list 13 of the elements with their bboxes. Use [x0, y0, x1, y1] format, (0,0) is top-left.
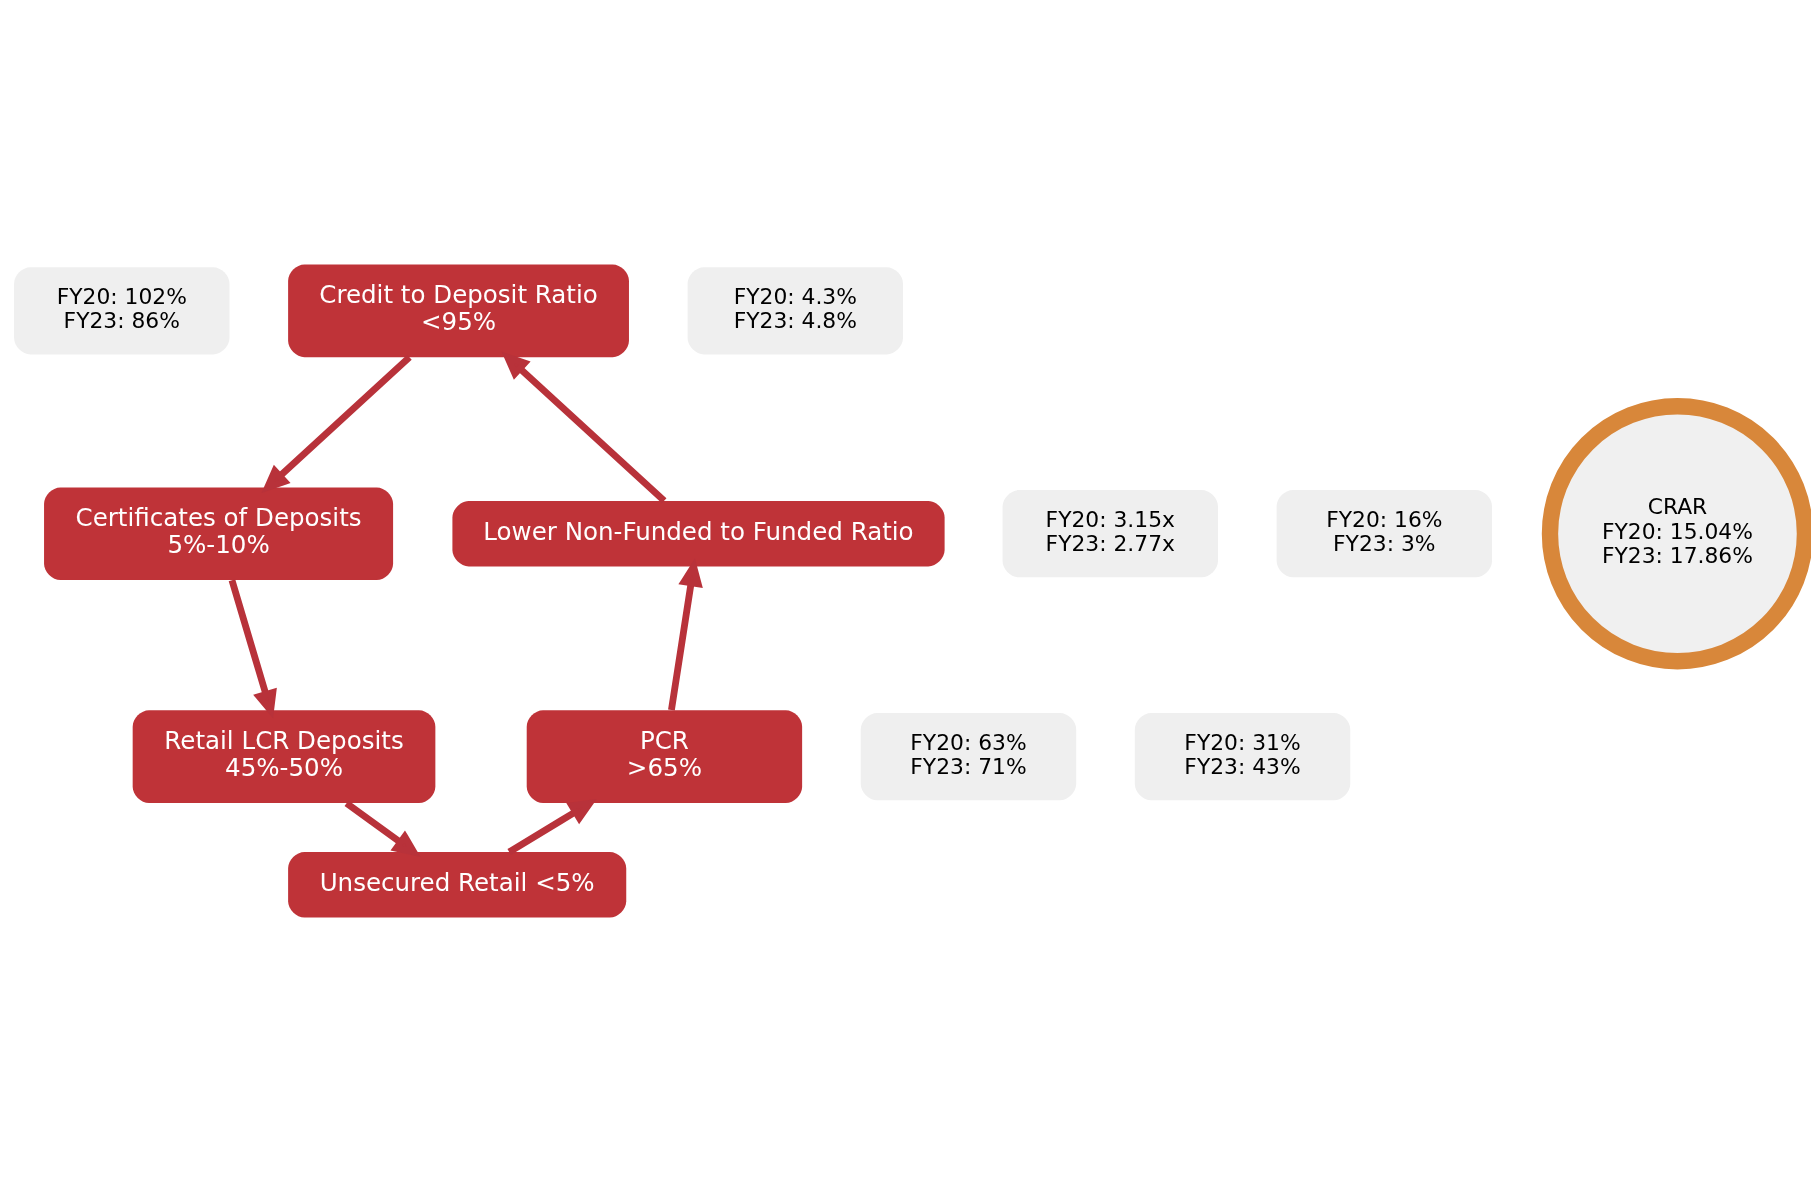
- node-box: Lower Non-Funded to Funded Ratio: [452, 501, 945, 567]
- node-box: Credit to Deposit Ratio <95%: [288, 264, 629, 358]
- arrow: [501, 351, 667, 504]
- arrow: [344, 800, 421, 857]
- arrow: [228, 579, 277, 719]
- node-box: Retail LCR Deposits 45%-50%: [132, 710, 436, 803]
- node-box: Unsecured Retail <5%: [288, 852, 627, 918]
- node-box: Certificates of Deposits 5%-10%: [44, 487, 394, 581]
- arrow: [261, 354, 412, 494]
- arrow: [668, 558, 703, 711]
- node-circle: CRAR FY20: 15.04% FY23: 17.86%: [1541, 398, 1811, 670]
- arrow: [507, 798, 597, 855]
- node-box: PCR >65%: [526, 710, 803, 803]
